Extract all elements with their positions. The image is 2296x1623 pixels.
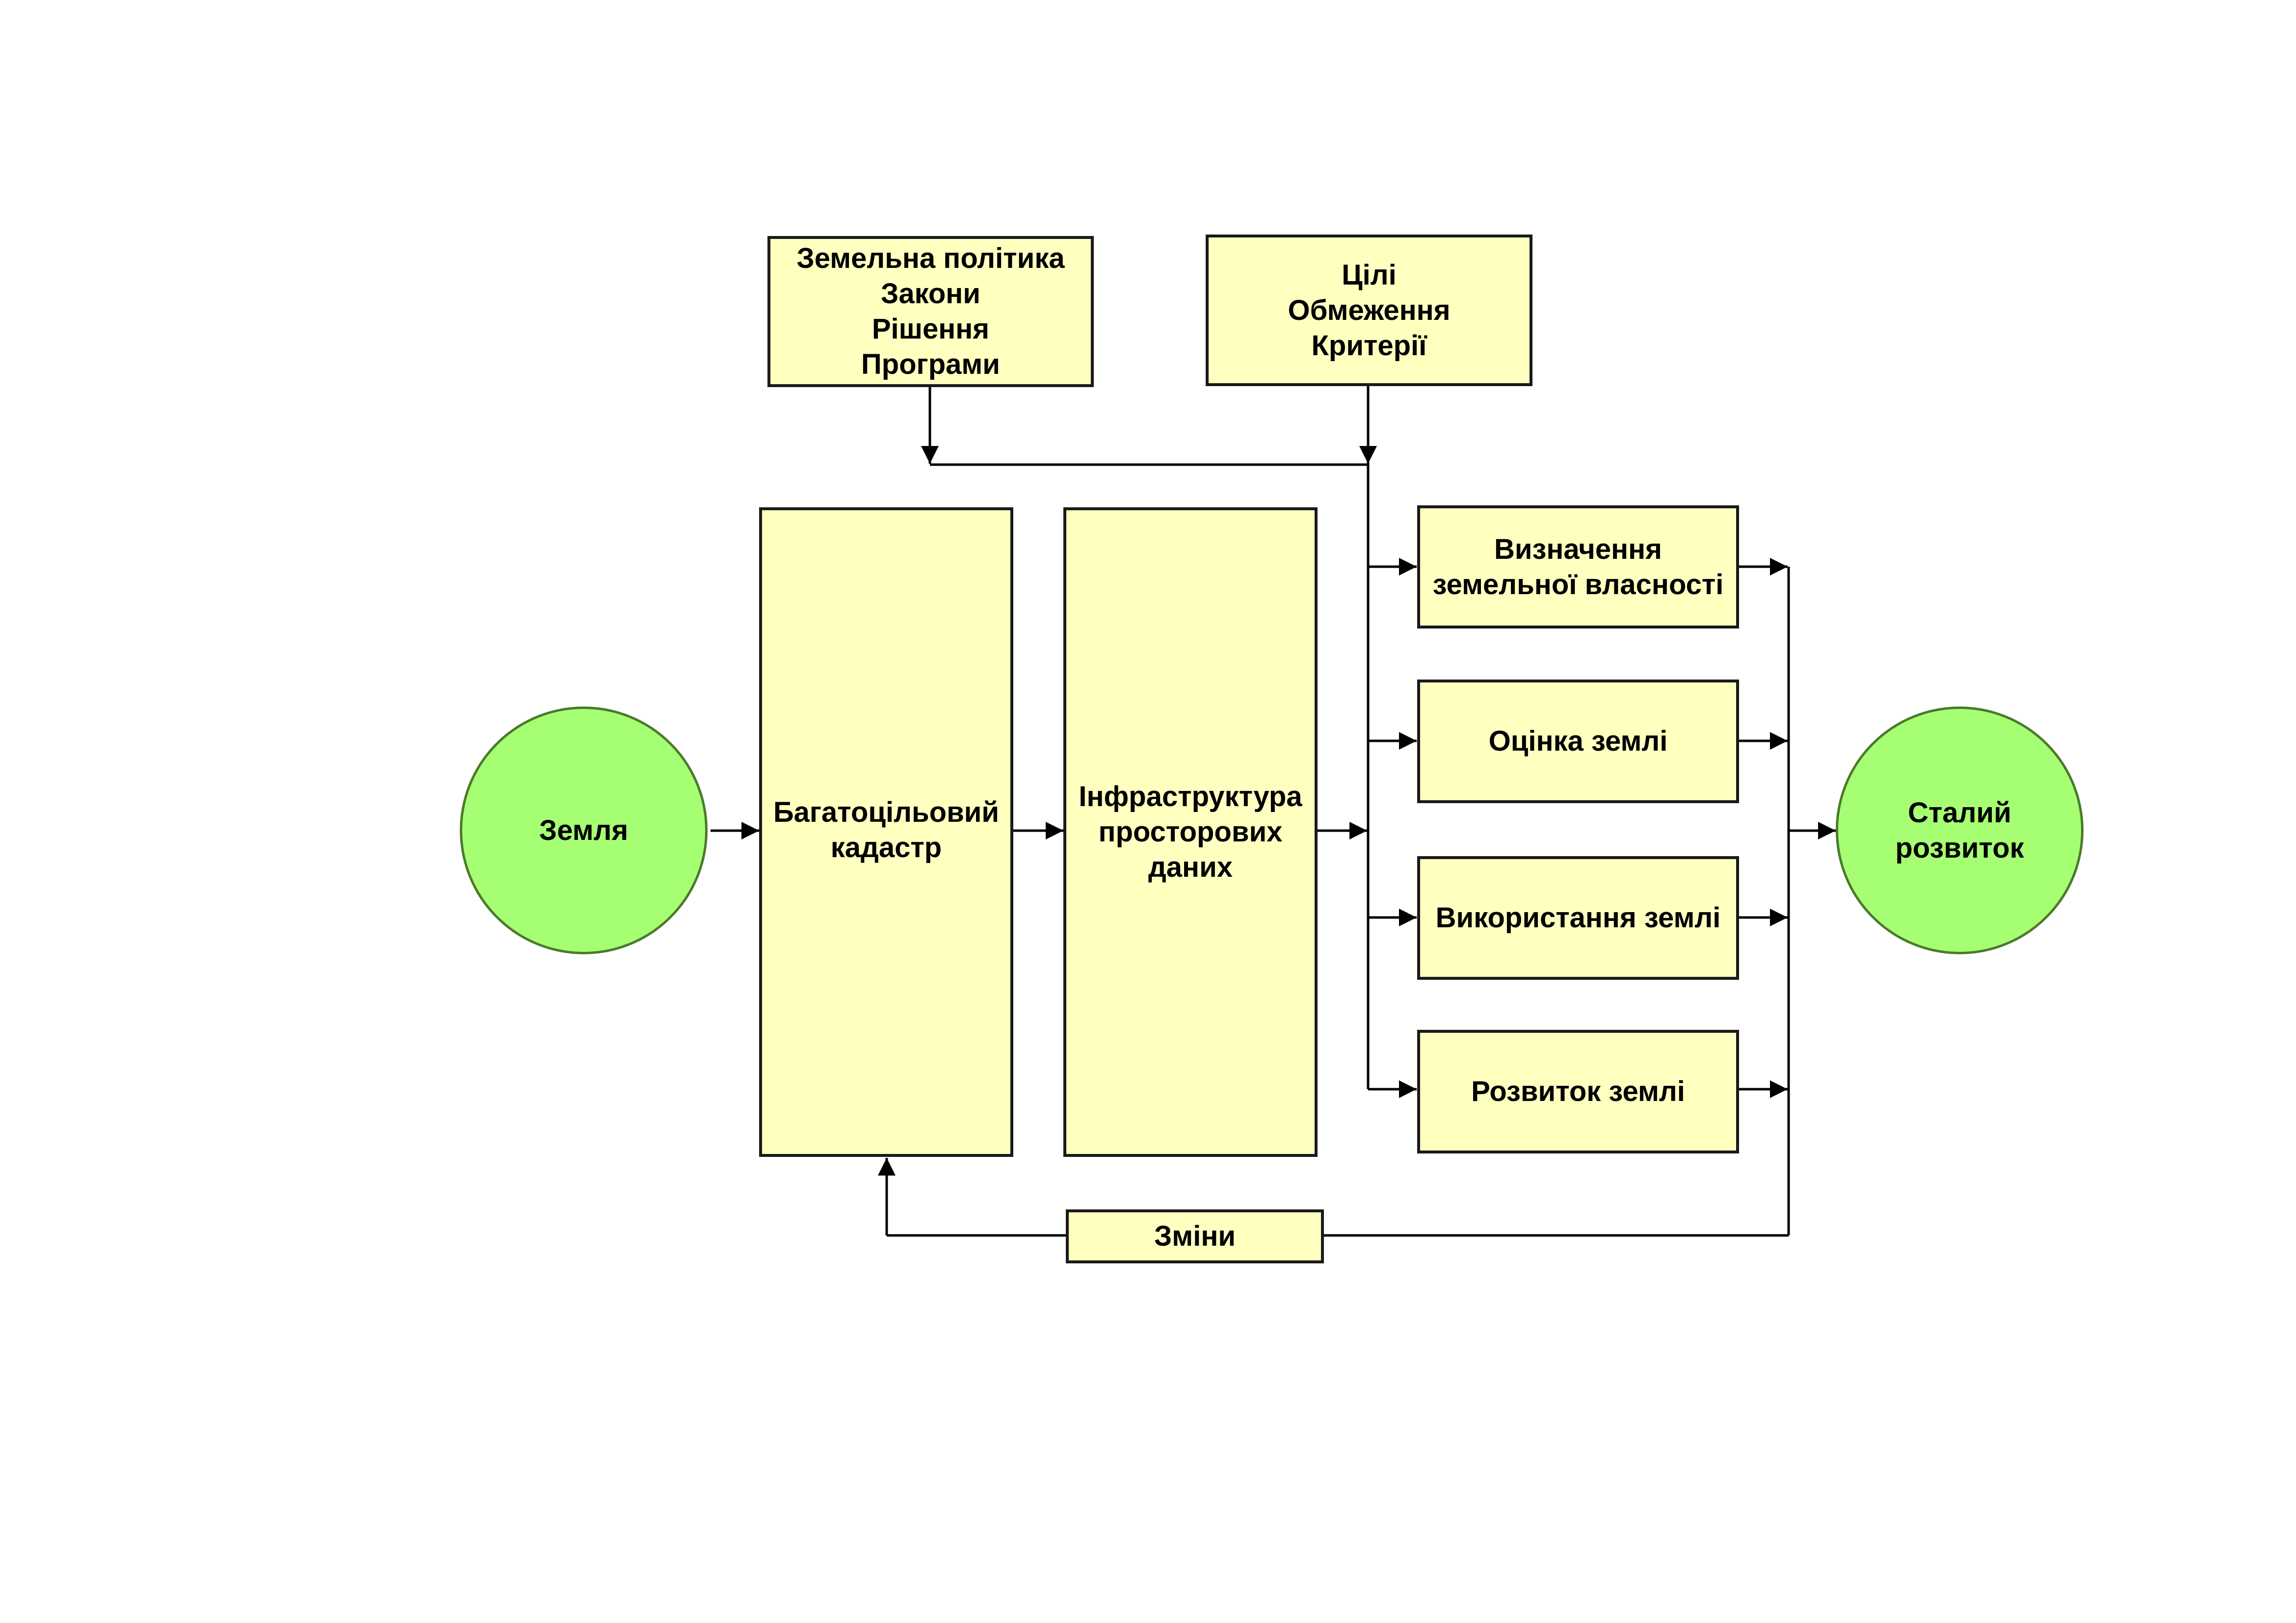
- changes-label: Зміни: [1154, 1220, 1236, 1252]
- sdi-line-3: даних: [1148, 851, 1233, 883]
- goals-line-2: Обмеження: [1288, 294, 1451, 326]
- sdi-line-2: просторових: [1098, 816, 1283, 848]
- valuation-box: Оцінка землі: [1417, 680, 1739, 803]
- land-development-box: Розвиток землі: [1417, 1030, 1739, 1153]
- policy-box: Земельна політика Закони Рішення Програм…: [767, 236, 1094, 387]
- sdi-box: Інфраструктура просторових даних: [1063, 507, 1318, 1157]
- changes-box: Зміни: [1066, 1209, 1324, 1263]
- cadastre-line-2: кадастр: [830, 832, 942, 864]
- land-use-box: Використання землі: [1417, 856, 1739, 980]
- sustainable-line-2: розвиток: [1895, 832, 2024, 864]
- policy-line-2: Закони: [881, 278, 980, 310]
- land-circle: Земля: [460, 707, 708, 954]
- ownership-box: Визначення земельної власності: [1417, 505, 1739, 628]
- goals-line-3: Критерії: [1311, 329, 1427, 362]
- goals-box: Цілі Обмеження Критерії: [1206, 235, 1532, 386]
- valuation-label: Оцінка землі: [1488, 725, 1668, 757]
- policy-line-1: Земельна політика: [796, 242, 1065, 274]
- land-label: Земля: [539, 814, 629, 846]
- goals-line-1: Цілі: [1342, 259, 1397, 291]
- cadastre-box: Багатоцільовий кадастр: [759, 507, 1013, 1157]
- land-development-label: Розвиток землі: [1471, 1075, 1685, 1107]
- sdi-line-1: Інфраструктура: [1079, 781, 1302, 812]
- sustainable-line-1: Сталий: [1908, 796, 2011, 829]
- ownership-line-1: Визначення: [1494, 533, 1663, 565]
- land-use-label: Використання землі: [1435, 902, 1721, 934]
- policy-line-4: Програми: [861, 348, 1000, 380]
- ownership-line-2: земельної власності: [1432, 568, 1724, 601]
- policy-line-3: Рішення: [871, 313, 990, 345]
- sustainable-development-circle: Сталий розвиток: [1836, 707, 2084, 954]
- cadastre-line-1: Багатоцільовий: [773, 796, 1000, 828]
